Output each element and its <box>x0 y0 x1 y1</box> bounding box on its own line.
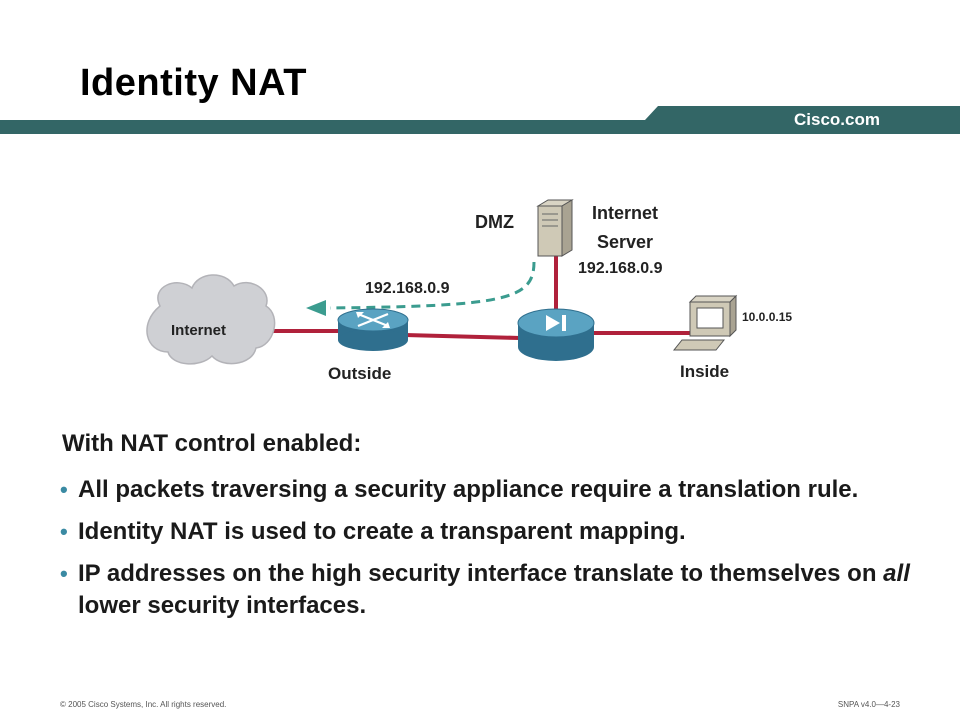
pc-icon <box>672 294 738 351</box>
bullet-list: All packets traversing a security applia… <box>60 474 922 622</box>
dmz-label: DMZ <box>475 212 514 232</box>
internet-label: Internet <box>171 322 227 339</box>
slide-body: With NAT control enabled: All packets tr… <box>60 430 922 632</box>
dashed-translation-path <box>329 261 536 310</box>
header-bar <box>0 106 960 134</box>
slide-title: Identity NAT <box>80 62 307 104</box>
footer-copyright: © 2005 Cisco Systems, Inc. All rights re… <box>60 700 227 709</box>
inside-label: Inside <box>680 362 730 381</box>
translated-ip-label: 192.168.0.9 <box>365 280 450 297</box>
bullet-item: IP addresses on the high security interf… <box>60 558 922 622</box>
footer-course-code: SNPA v4.0—4-23 <box>837 700 900 709</box>
link-router-firewall <box>404 333 521 340</box>
network-diagram <box>146 199 738 365</box>
emphasis-all: all <box>883 560 910 587</box>
server-title-line2: Server <box>597 232 654 252</box>
server-ip-label: 192.168.0.9 <box>578 260 663 277</box>
inside-ip-label: 10.0.0.15 <box>742 310 793 324</box>
server-title-line1: Internet <box>592 203 659 223</box>
router-icon <box>337 308 409 351</box>
server-icon <box>536 199 574 257</box>
cloud-icon <box>146 274 276 365</box>
firewall-icon <box>517 308 595 361</box>
outside-label: Outside <box>328 364 392 383</box>
arrowhead-icon <box>306 300 326 316</box>
brand-logo-text: Cisco.com <box>794 110 880 129</box>
bullet-item: All packets traversing a security applia… <box>60 474 922 506</box>
lead-text: With NAT control enabled: <box>62 430 362 457</box>
bullet-item: Identity NAT is used to create a transpa… <box>60 516 922 548</box>
